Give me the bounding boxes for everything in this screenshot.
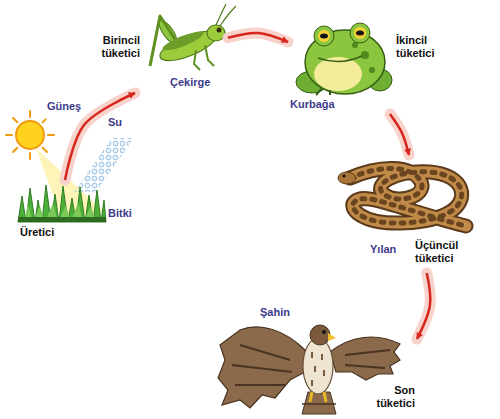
frog-figure: [296, 23, 392, 95]
hawk-figure: [218, 325, 400, 414]
node-heading: Birincil tüketici: [78, 34, 140, 60]
picture-label: Güneş: [47, 100, 81, 113]
organism-node: İkincil tüketiciKurbağa: [288, 18, 458, 114]
arrow-band: [228, 33, 288, 42]
energy-arrow: [390, 114, 409, 155]
water-drops: [74, 138, 134, 192]
node-text: Üretici: [20, 226, 54, 239]
node-text: Üçüncül tüketici: [415, 239, 480, 265]
organism-node: BitkiÜretici: [15, 180, 140, 242]
node-text: Çekirge: [170, 76, 210, 89]
picture-label: Su: [108, 116, 122, 129]
sun-icon: [6, 111, 54, 159]
node-heading: Bitki: [108, 207, 132, 220]
organism-node: ŞahinSon tüketici: [215, 306, 417, 416]
organism-node: Yılan Üçüncül tüketici: [335, 155, 483, 273]
arrow-band: [417, 273, 430, 339]
node-heading: Yılan: [370, 243, 396, 256]
node-heading: Şahin: [260, 306, 290, 319]
node-heading: İkincil tüketici: [396, 34, 456, 60]
node-text: Kurbağa: [290, 98, 335, 111]
energy-arrow: [417, 273, 430, 339]
node-text: Son tüketici: [360, 384, 415, 410]
snake-figure: [338, 168, 466, 226]
energy-arrow: [228, 33, 288, 42]
grass-plant: [18, 185, 106, 222]
organism-node: Birincil tüketiciÇekirge: [78, 8, 228, 93]
arrow-band: [390, 114, 409, 155]
